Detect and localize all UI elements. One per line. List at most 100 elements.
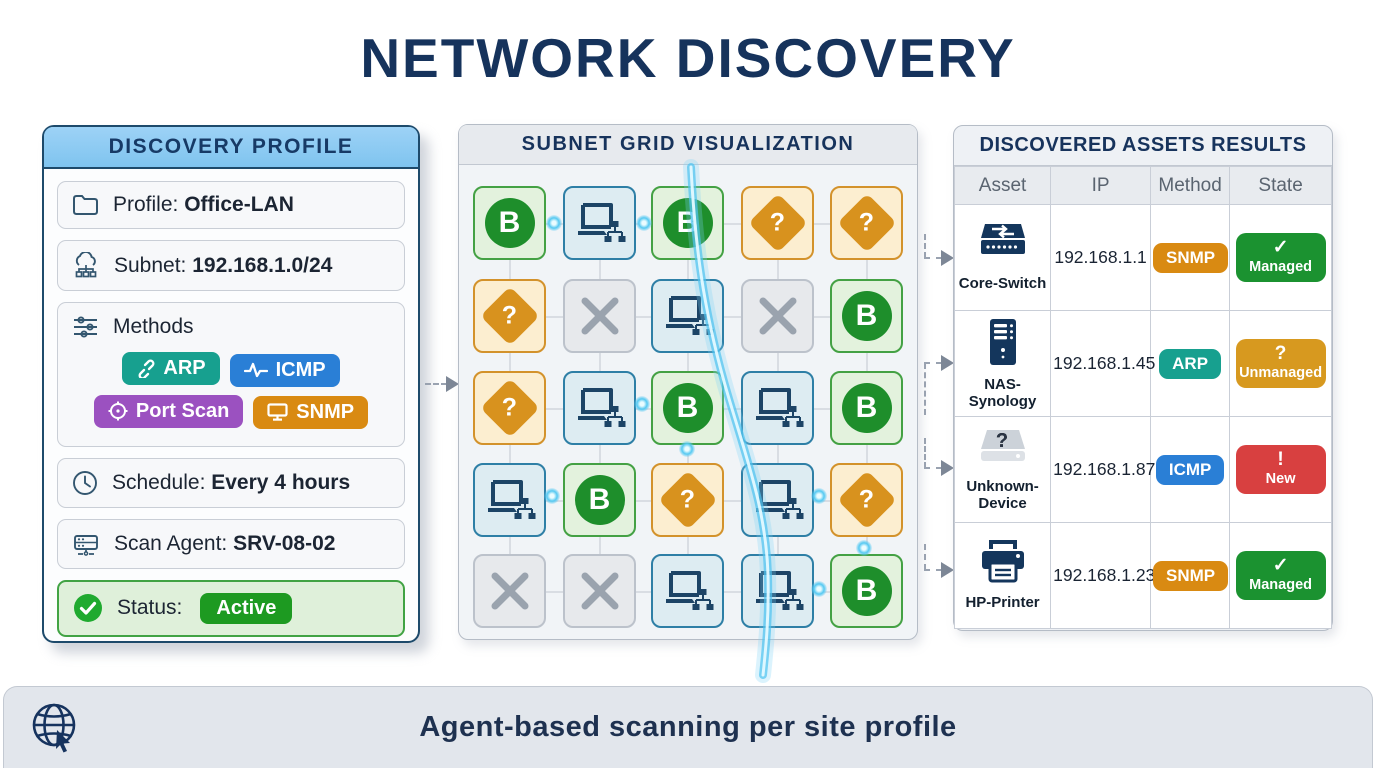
discovered-assets-title: DISCOVERED ASSETS RESULTS [954,126,1332,166]
grid-tile-host [741,554,814,628]
scan-pulse-dot [811,488,827,504]
switch-icon [957,222,1048,271]
method-cell: SNMP [1150,522,1231,629]
subnet-label: Subnet: [114,253,187,277]
laptop-network-icon [484,478,536,522]
method-badge-snmp: SNMP [1153,560,1229,591]
method-badge-arp: ARP [122,352,220,385]
x-icon [489,570,531,612]
laptop-network-icon [662,569,714,613]
ip-value: 192.168.1.1 [1054,247,1147,267]
state-label: Managed [1249,259,1312,276]
grid-tile-agent: B [563,463,636,537]
grid-tile-agent: B [651,186,724,260]
method-badge-arp: ARP [1159,348,1222,379]
grid-tile-empty [563,554,636,628]
grid-tile-host [473,463,546,537]
question-diamond-icon: ? [747,193,808,253]
discovery-profile-items: Profile: Office-LAN Subnet: 192.168.1.0/… [44,169,418,660]
grid-tile-unknown: ? [830,463,903,537]
grid-arrow-line [924,362,942,364]
scan-pulse-dot [856,540,872,556]
grid-arrow-elbow [924,544,926,570]
page-title: NETWORK DISCOVERY [360,27,1016,89]
state-icon: ✓ [1272,554,1289,576]
question-diamond-icon: ? [657,470,718,530]
state-badge-unmanaged: ?Unmanaged [1235,338,1326,389]
scan-agent-value: SRV-08-02 [233,531,336,555]
agent-circle-icon: B [841,383,892,433]
state-badge-managed: ✓Managed [1235,550,1326,601]
state-icon: ? [1274,342,1287,364]
scan-pulse-dot [544,488,560,504]
column-header-method: Method [1150,166,1231,205]
sliders-icon [74,316,97,338]
method-cell: ARP [1150,310,1231,417]
asset-cell: Core-Switch [953,204,1052,311]
profile-to-grid-arrow-head [446,376,459,392]
grid-arrow-line [924,467,942,469]
question-diamond-icon: ? [836,193,897,253]
profile-to-grid-arrow-line [425,383,447,385]
profile-label: Profile: [113,193,179,216]
x-icon [757,295,799,337]
scan-pulse-dot [634,396,650,412]
grid-tile-host [741,463,814,537]
laptop-network-icon [752,386,804,430]
status-label: Status: [117,596,183,619]
check-circle-icon [74,594,102,622]
method-cell: ICMP [1150,416,1231,523]
ip-value: 192.168.1.87 [1053,459,1156,479]
method-badge-label: ICMP [275,358,326,381]
grid-tile-unknown: ? [651,463,724,537]
ip-cell: 192.168.1.87 [1050,416,1155,523]
laptop-network-icon [662,294,714,338]
asset-cell: ??Unknown-Device [953,416,1052,523]
column-header-state: State [1229,166,1332,205]
footer-text: Agent-based scanning per site profile [419,711,957,743]
state-label: Unmanaged [1239,365,1323,382]
grid-arrow-line [924,569,942,571]
server-agent-icon [74,534,98,556]
grid-tile-agent: B [830,371,903,445]
column-header-asset: Asset [953,166,1052,205]
schedule-item: Schedule: Every 4 hours [57,457,405,508]
cloud-network-icon [75,252,97,278]
clock-icon [73,470,97,495]
asset-name: NAS-Synology [968,375,1037,410]
laptop-network-icon [752,569,804,613]
monitor-icon [267,403,288,421]
question-diamond-icon: ? [479,286,540,346]
schedule-label: Schedule: [112,470,206,494]
unknown-device-icon: ?? [957,427,1048,474]
discovery-profile-title: DISCOVERY PROFILE [44,127,418,169]
ip-cell: 192.168.1.45 [1050,310,1155,417]
methods-label: Methods [113,315,194,338]
profile-item: Profile: Office-LAN [57,181,405,229]
grid-arrow-elbow [924,363,926,415]
state-badge-managed: ✓Managed [1235,232,1326,283]
grid-tile-unknown: ? [473,279,546,353]
method-badge-icmp: ICMP [1155,454,1225,485]
grid-tile-empty [473,554,546,628]
printer-icon [957,539,1048,590]
grid-arrow-head [941,355,954,371]
nas-icon [957,317,1048,372]
method-badge-label: Port Scan [135,399,230,422]
state-cell: ✓Managed [1229,204,1332,311]
x-icon [579,295,621,337]
grid-tile-agent: B [473,186,546,260]
status-item: Status: Active [57,579,405,637]
asset-cell: HP-Printer [953,522,1052,629]
grid-tile-agent: B [830,279,903,353]
state-label: New [1265,471,1296,488]
question-diamond-icon: ? [836,470,897,530]
agent-circle-icon: B [841,566,892,616]
